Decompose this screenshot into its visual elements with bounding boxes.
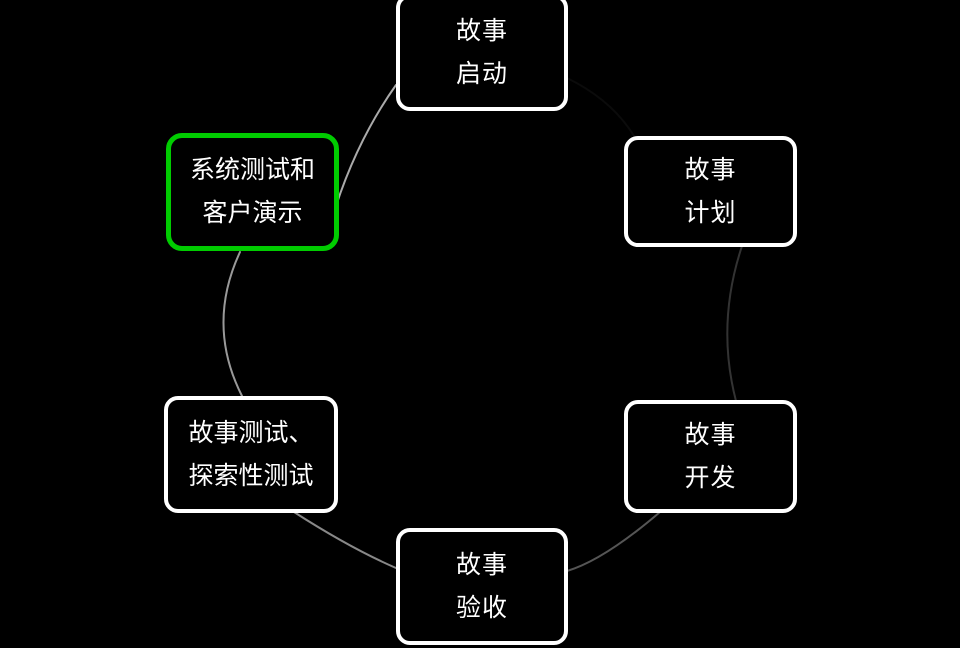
node-story-plan[interactable]: 故事 计划	[624, 136, 797, 247]
arc-kickoff-plan	[566, 77, 635, 137]
node-story-development-line2: 开发	[684, 462, 737, 492]
node-story-plan-line1: 故事	[684, 154, 737, 184]
node-system-test-demo-line2: 客户演示	[202, 198, 303, 227]
node-story-acceptance-line2: 验收	[455, 592, 508, 622]
node-story-development-line1: 故事	[684, 419, 737, 449]
node-story-exploratory-testing-line2: 探索性测试	[188, 460, 314, 490]
node-system-test-demo-line1: 系统测试和	[189, 155, 315, 185]
node-story-exploratory-testing-line1: 故事测试、	[188, 417, 314, 447]
node-story-kickoff-line2: 启动	[455, 58, 508, 88]
node-story-acceptance-line1: 故事	[455, 549, 508, 579]
node-story-development[interactable]: 故事 开发	[624, 400, 797, 513]
node-story-kickoff[interactable]: 故事 启动	[396, 0, 568, 111]
node-story-kickoff-line1: 故事	[455, 15, 508, 45]
node-story-exploratory-testing[interactable]: 故事测试、 探索性测试	[164, 396, 338, 513]
node-story-plan-line2: 计划	[684, 197, 737, 227]
arc-plan-development	[726, 245, 743, 402]
arc-acceptance-exploratory	[293, 511, 397, 569]
arc-development-acceptance	[566, 511, 661, 572]
node-system-test-demo[interactable]: 系统测试和 客户演示	[166, 133, 339, 251]
arc-exploratory-systemtest	[222, 251, 243, 397]
node-story-acceptance[interactable]: 故事 验收	[396, 528, 568, 645]
